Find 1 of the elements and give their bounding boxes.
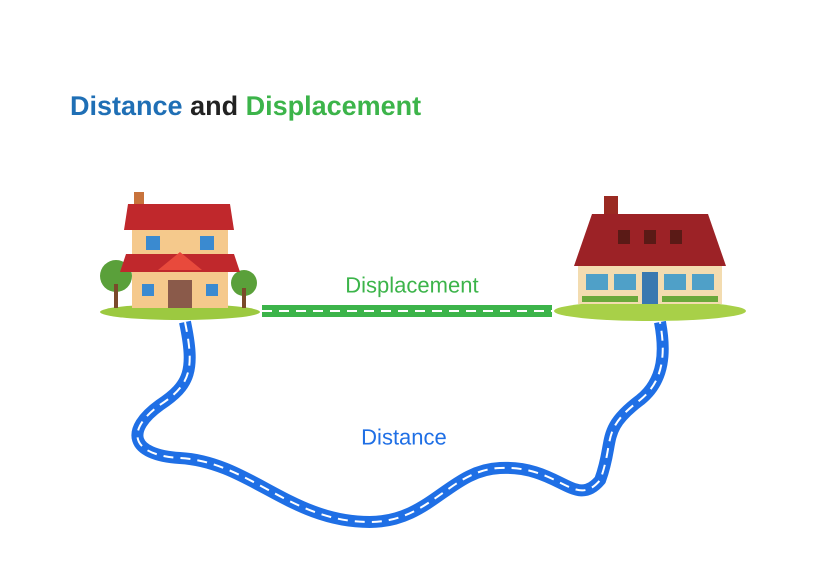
title: Distance and Displacement [70,90,422,123]
